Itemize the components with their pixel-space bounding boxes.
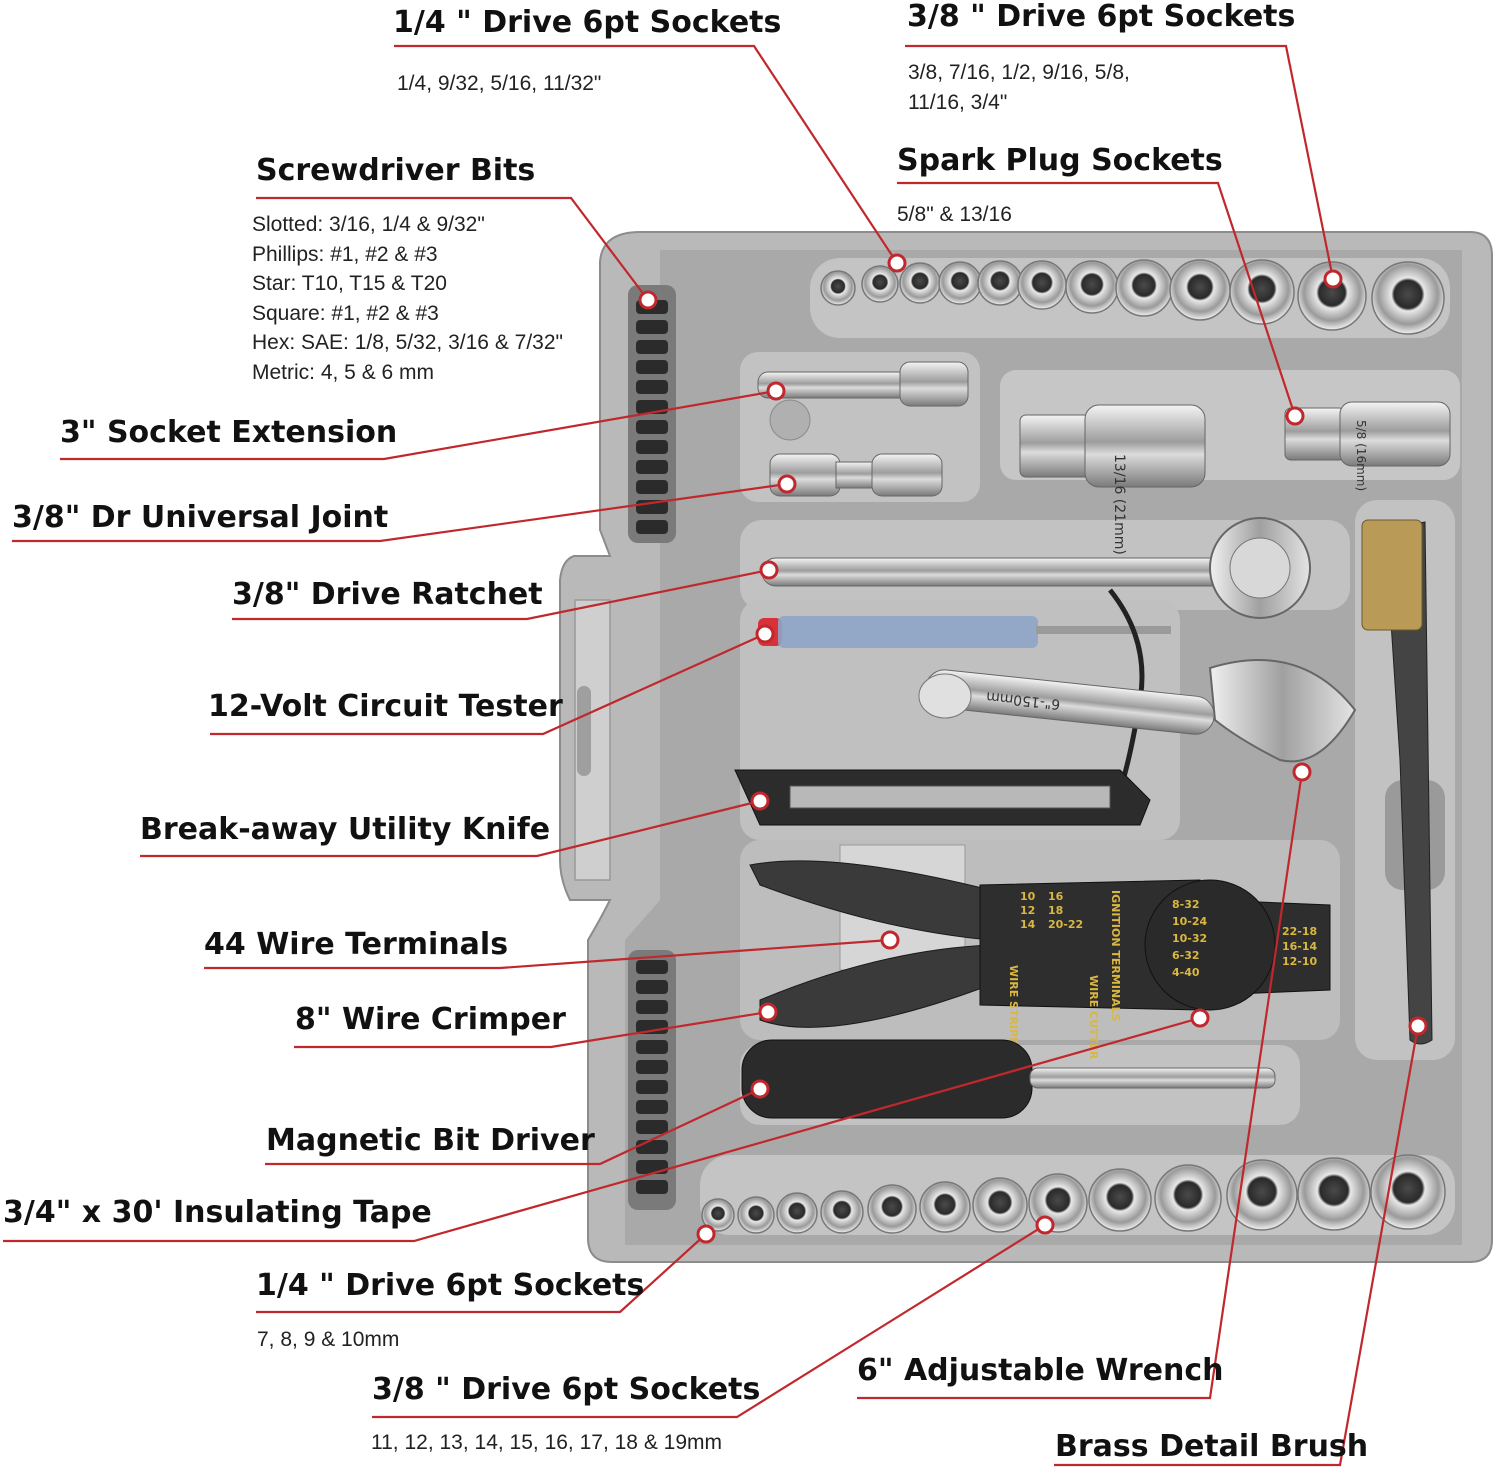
label-utility-knife: Break-away Utility Knife [140,812,551,847]
label-insulating-tape: 3/4" x 30' Insulating Tape [3,1195,432,1230]
jaw-label: 16-14 [1282,940,1318,953]
label-screwdriver-bits: Screwdriver Bits [256,153,536,188]
top-socket-row [820,259,1445,335]
bit-line: Star: T10, T15 & T20 [252,272,447,296]
label-wire-terminals: 44 Wire Terminals [204,927,509,962]
crimper-jaw-labels: 22-18 16-14 12-10 [1282,925,1318,968]
label-circuit-tester: 12-Volt Circuit Tester [208,689,563,724]
label-three-eighths-drive-bottom: 3/8 " Drive 6pt Sockets [372,1372,761,1407]
size-line: 11/16, 3/4" [908,90,1008,114]
crimper-cutter-text: WIRE CUTTER [1087,975,1100,1060]
spark-socket-small-marking: 5/8 (16mm) [1354,420,1368,491]
label-universal-joint: 3/8" Dr Universal Joint [12,500,389,535]
bolt-label: 8-32 [1172,898,1200,911]
bit-line: Metric: 4, 5 & 6 mm [252,360,435,384]
ratchet-tool [761,517,1311,619]
gauge-label: 18 [1048,904,1063,917]
bolt-label: 6-32 [1172,949,1200,962]
bolt-label: 10-32 [1172,932,1207,945]
crimper-terminals-text: IGNITION TERMINALS [1109,890,1122,1022]
adjustable-wrench-tool: 6"-150mm [918,659,1357,763]
sublabel-quarter-drive-top: 1/4, 9/32, 5/16, 11/32" [397,72,602,95]
wire-crimper-tool: WIRE STRIPPER A.W.G. WIRE CUTTER IGNITIO… [749,860,1331,1107]
sublabel-quarter-drive-bottom: 7, 8, 9 & 10mm [257,1328,400,1351]
bit-line: Square: #1, #2 & #3 [252,301,439,325]
leader-dots [638,253,1428,1244]
label-spark-plug-sockets: Spark Plug Sockets [897,143,1223,178]
gauge-label: 14 [1020,918,1036,931]
bit-line: Slotted: 3/16, 1/4 & 9/32" [252,213,485,236]
sublabel-screwdriver-bits: Slotted: 3/16, 1/4 & 9/32" Phillips: #1,… [252,210,563,388]
utility-knife-tool [734,769,1151,826]
label-three-eighths-drive-top: 3/8 " Drive 6pt Sockets [907,0,1296,34]
brass-brush-tool [1361,519,1433,1045]
gauge-label: 20-22 [1048,918,1083,931]
sublabel-spark-plug-sockets: 5/8" & 13/16 [897,203,1012,226]
spark-socket-large-marking: 13/16 (21mm) [1111,454,1127,555]
gauge-label: 12 [1020,904,1035,917]
label-quarter-drive-top: 1/4 " Drive 6pt Sockets [393,5,782,40]
size-line: 3/8, 7/16, 1/2, 9/16, 5/8, [908,61,1130,84]
bolt-label: 4-40 [1172,966,1200,979]
bit-line: Hex: SAE: 1/8, 5/32, 3/16 & 7/32" [252,331,563,355]
wrench-marking: 6"-150mm [985,688,1061,712]
socket-extension-tool [757,361,969,441]
label-quarter-drive-bottom: 1/4 " Drive 6pt Sockets [256,1268,645,1303]
label-socket-extension: 3" Socket Extension [60,415,398,450]
gauge-label: 10 [1020,890,1036,903]
leader-lines [3,44,1420,1467]
label-drive-ratchet: 3/8" Drive Ratchet [232,577,543,612]
bottom-socket-row [701,1154,1446,1234]
crimper-gauge-labels: 10 12 14 16 18 20-22 [1020,890,1083,931]
gauge-label: 16 [1048,890,1064,903]
sublabel-three-eighths-drive-top: 3/8, 7/16, 1/2, 9/16, 5/8, 11/16, 3/4" [908,58,1130,117]
crimper-bolt-labels: 8-32 10-24 10-32 6-32 4-40 [1172,898,1208,979]
label-magnetic-bit-driver: Magnetic Bit Driver [266,1123,595,1158]
label-adjustable-wrench: 6" Adjustable Wrench [857,1353,1224,1388]
label-brass-brush: Brass Detail Brush [1055,1429,1369,1464]
label-wire-crimper: 8" Wire Crimper [295,1002,566,1037]
sublabel-three-eighths-drive-bottom: 11, 12, 13, 14, 15, 16, 17, 18 & 19mm [371,1431,723,1454]
jaw-label: 12-10 [1282,955,1318,968]
bolt-label: 10-24 [1172,915,1208,928]
bit-driver-tool [741,1039,1276,1119]
jaw-label: 22-18 [1282,925,1317,938]
bit-line: Phillips: #1, #2 & #3 [252,242,438,266]
tool-case [559,231,1493,1263]
